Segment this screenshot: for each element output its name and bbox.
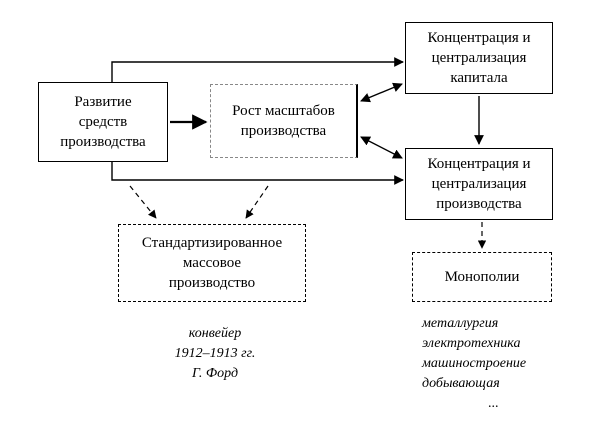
node-standardized-mass-production: Стандартизированное массовое производств… [118,224,306,302]
note-line: 1912–1913 гг. [174,346,256,361]
note-line: добывающая [422,376,500,391]
node-production-concentration: Концентрация и централизация производств… [405,148,553,220]
connector-development-to-capital [111,57,404,82]
node-label: Стандартизированное массовое производств… [141,235,283,291]
node-label: Концентрация и централизация производств… [427,156,531,212]
node-monopolies: Монополии [412,252,552,302]
connector-scale-production-bidirectional [360,136,403,159]
note-line: металлургия [422,316,499,331]
connector-development-to-production [111,162,404,185]
note-ellipsis: ... [488,396,499,411]
node-label: Развитие средств производства [60,94,146,150]
node-development-of-means: Развитие средств производства [38,82,168,162]
node-label: Рост масштабов производства [232,103,335,139]
note-monopoly-industries: металлургия электротехника машиностроени… [422,314,582,414]
node-label: Концентрация и централизация капитала [427,30,531,86]
connector-development-to-standard [129,185,157,219]
node-label: Монополии [444,269,520,285]
node-capital-concentration: Концентрация и централизация капитала [405,22,553,94]
node-production-scale-growth: Рост масштабов производства [210,84,358,158]
note-line: Г. Форд [191,366,239,381]
note-line: конвейер [188,326,242,341]
connector-scale-to-standard [245,185,269,219]
note-line: электротехника [422,336,521,351]
connector-scale-capital-bidirectional [360,82,403,103]
note-line: машиностроение [422,356,527,371]
note-conveyor-ford: конвейер 1912–1913 гг. Г. Форд [148,324,282,384]
